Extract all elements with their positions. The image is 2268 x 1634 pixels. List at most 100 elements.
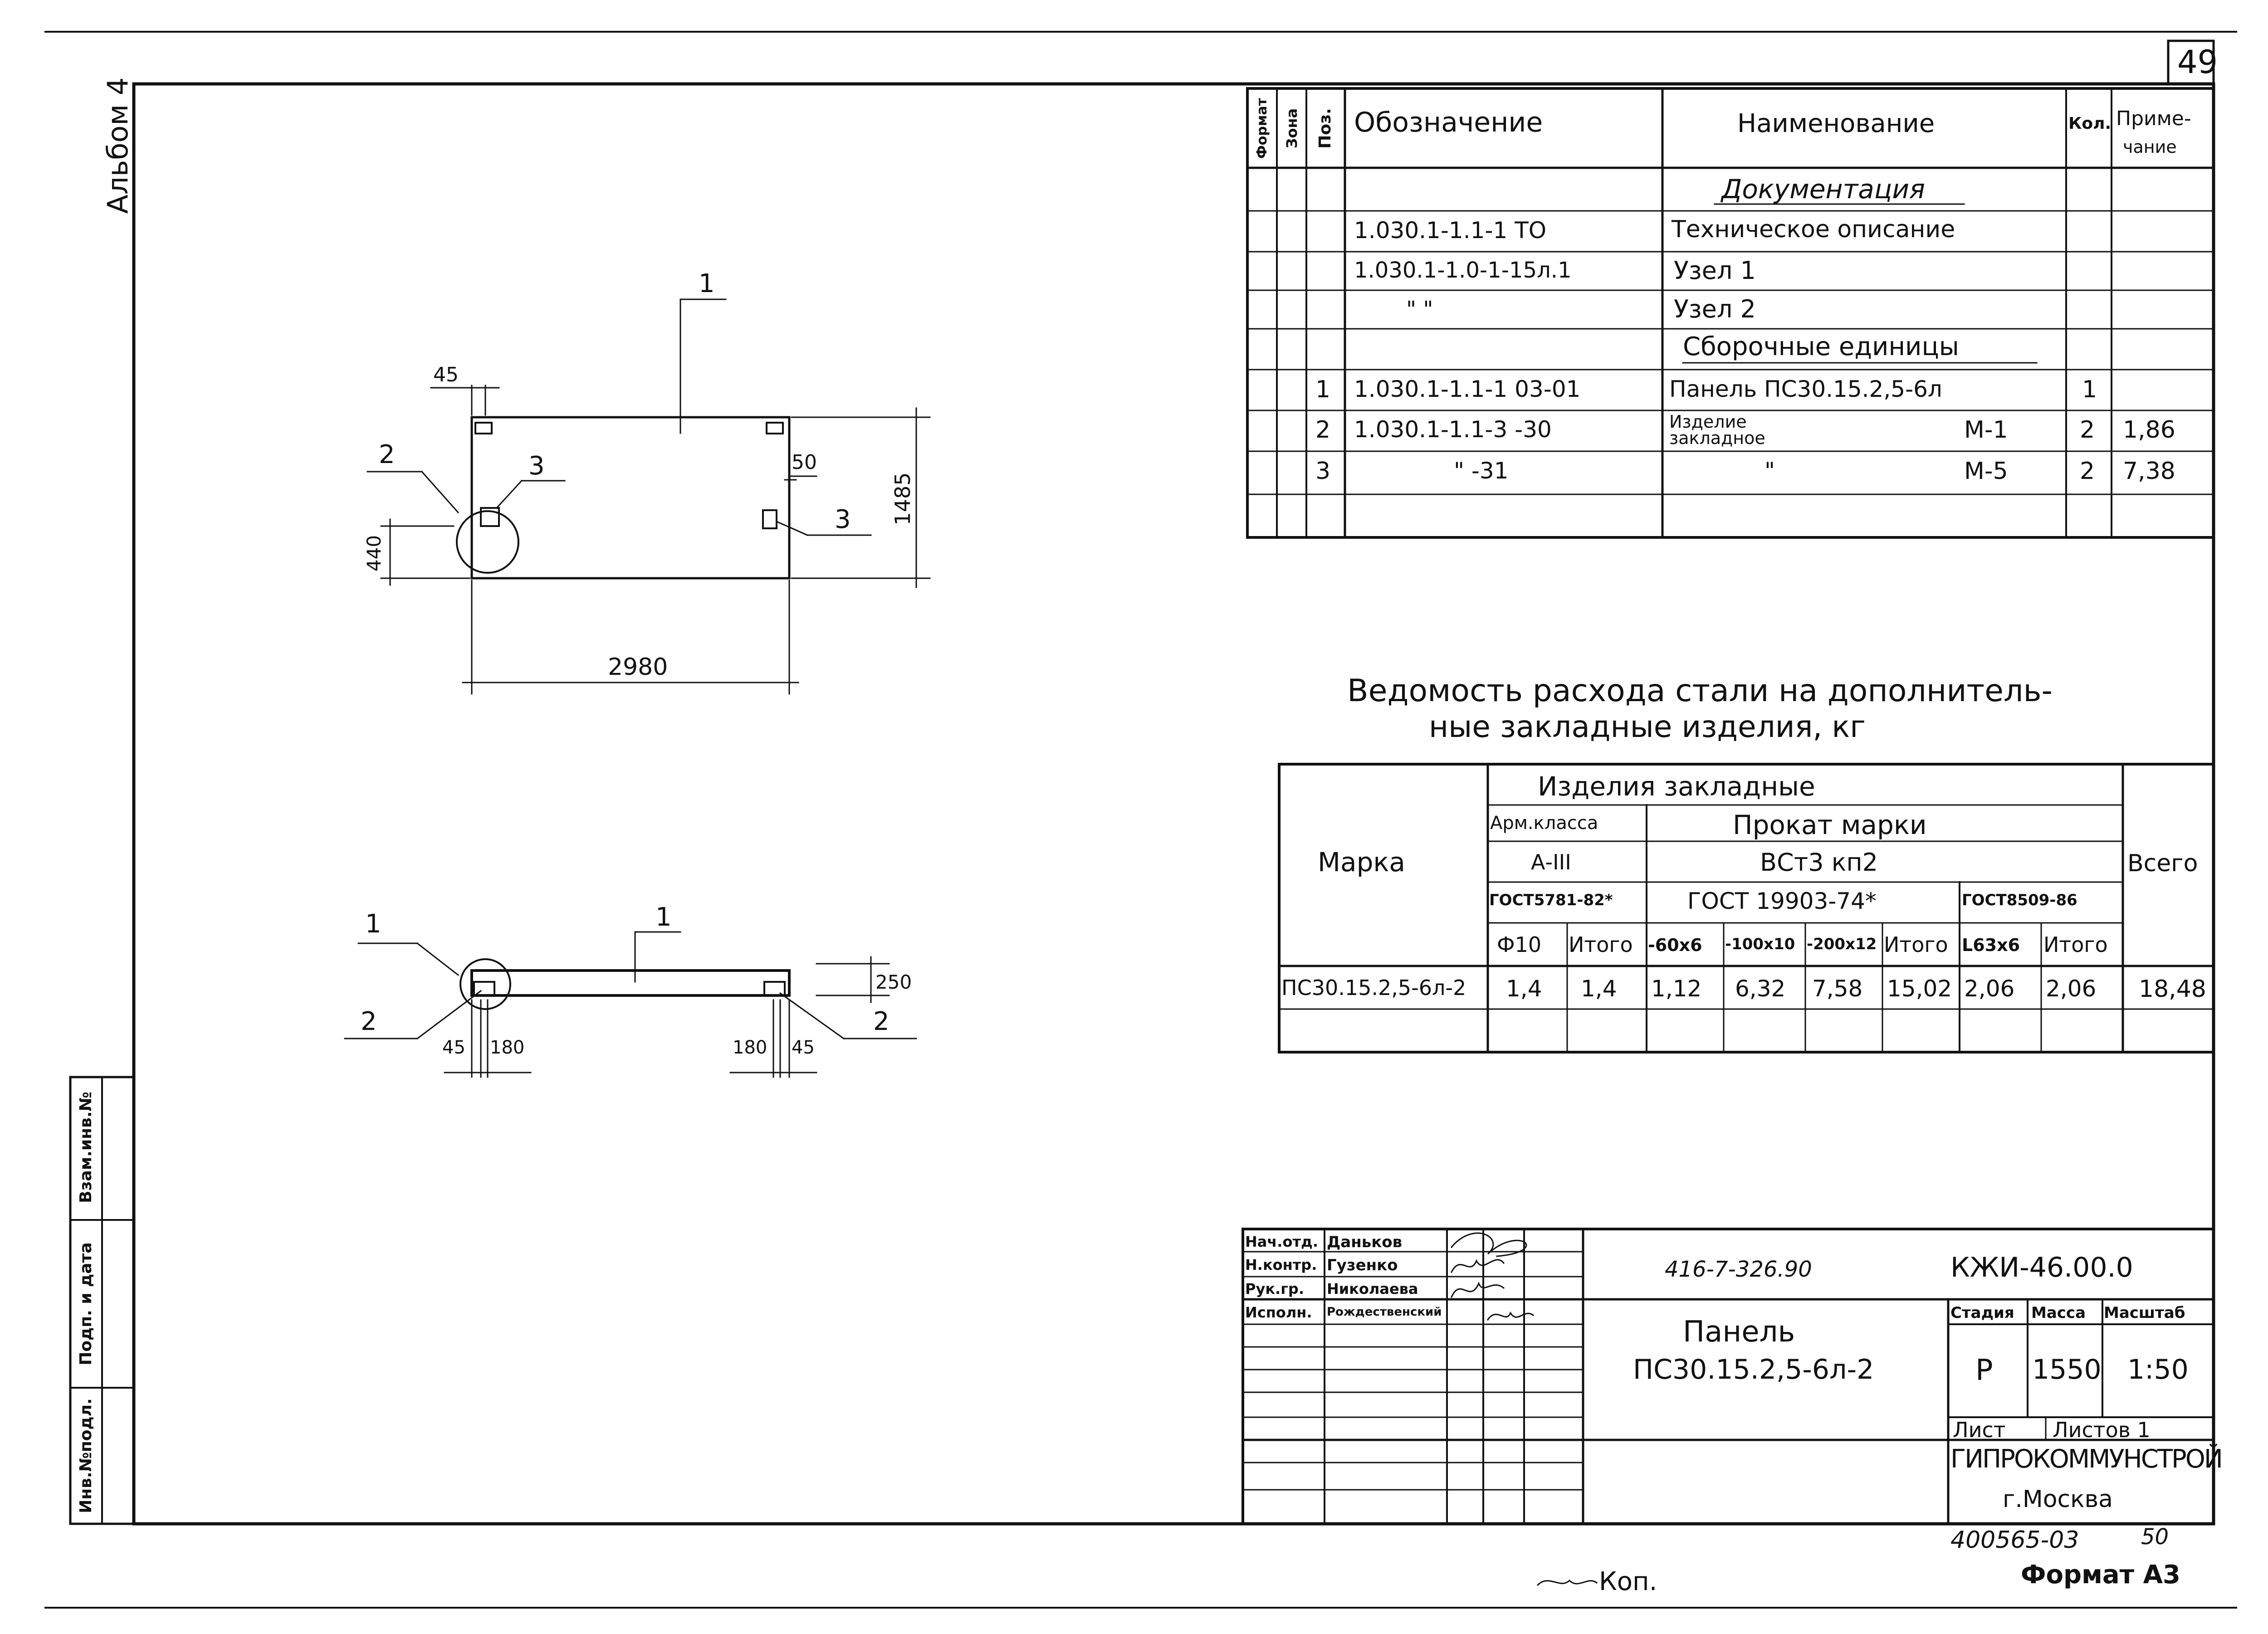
vedomost-sub-itogo: Итого	[1884, 932, 1948, 957]
project-code: 416-7-326.90	[1665, 1257, 1812, 1282]
tb-role: Исполн.	[1245, 1304, 1312, 1321]
vedomost-sub-60x6: -60х6	[1648, 935, 1702, 955]
tb-role: Н.контр.	[1245, 1256, 1317, 1273]
scale-label: Масштаб	[2104, 1304, 2185, 1322]
spec-qty: 2	[2080, 458, 2095, 485]
vedomost-cell: 15,02	[1887, 976, 1952, 1002]
vedomost-cell: 1,4	[1581, 976, 1617, 1002]
vedomost-h-marka: Марка	[1318, 847, 1405, 878]
header-designation: Обозначение	[1354, 107, 1543, 138]
format-label: Формат А3	[2021, 1560, 2180, 1590]
vedomost-h-vsego: Всего	[2127, 850, 2198, 877]
position-label: 2	[361, 1007, 377, 1036]
vedomost-sub-100x10: -100х10	[1725, 935, 1795, 953]
spec-qty: 1	[2082, 376, 2097, 403]
spec-note: 1,86	[2123, 416, 2175, 444]
tb-person: Николаева	[1327, 1280, 1418, 1297]
header-note-2: чание	[2123, 137, 2177, 157]
spec-designation: 1.030.1-1.1-3 -30	[1354, 416, 1552, 443]
organization-city: г.Москва	[2003, 1486, 2113, 1513]
dim-1485: 1485	[890, 472, 915, 526]
spec-name-suffix: М-5	[1964, 458, 2008, 485]
vedomost-cell: 1,4	[1506, 976, 1542, 1002]
stamp-inv-podl: Инв.№подл.	[77, 1398, 95, 1513]
dim-45: 45	[433, 363, 459, 386]
vedomost-marka-value: ПС30.15.2,5-6л-2	[1281, 976, 1466, 1000]
organization-name: ГИПРОКОММУНСТРОЙ	[1950, 1444, 2223, 1474]
position-label: 3	[835, 505, 851, 534]
vedomost-h-gost2: ГОСТ 19903-74*	[1687, 888, 1877, 914]
header-name: Наименование	[1737, 109, 1935, 138]
vedomost-h-arm: Арм.класса	[1490, 813, 1598, 834]
scale-value: 1:50	[2127, 1354, 2189, 1385]
dim-180-right: 180	[733, 1037, 767, 1058]
spec-designation: " -31	[1454, 458, 1509, 484]
vedomost-h-gost3: ГОСТ8509-86	[1962, 891, 2077, 909]
archive-page: 50	[2141, 1524, 2169, 1550]
kop-label: Коп.	[1599, 1567, 1657, 1596]
sheets-label: Листов 1	[2053, 1418, 2151, 1442]
dim-50: 50	[792, 451, 817, 474]
dim-45-left: 45	[442, 1037, 465, 1058]
sheet-label: Лист	[1953, 1418, 2006, 1442]
dim-45-right: 45	[792, 1037, 815, 1058]
spec-designation: 1.030.1-1.0-1-15л.1	[1354, 258, 1572, 283]
spec-name: Изделие закладное	[1669, 412, 1765, 449]
spec-designation: 1.030.1-1.1-1 ТО	[1354, 217, 1547, 244]
position-label: 1	[365, 909, 381, 939]
spec-name: Узел 1	[1674, 256, 1756, 285]
position-label: 2	[379, 440, 395, 469]
item-title: Панель	[1683, 1315, 1795, 1349]
vedomost-h-gost1: ГОСТ5781-82*	[1489, 891, 1613, 909]
sheet-number: 49	[2177, 44, 2218, 81]
vedomost-cell: 6,32	[1735, 976, 1786, 1002]
tb-person: Гузенко	[1327, 1256, 1398, 1274]
vedomost-total: 18,48	[2139, 976, 2206, 1003]
spec-pos: 3	[1315, 458, 1331, 485]
spec-designation: " "	[1406, 297, 1433, 322]
vedomost-cell: 1,12	[1651, 976, 1702, 1002]
position-label: 1	[655, 902, 672, 932]
header-pos: Поз.	[1316, 108, 1334, 149]
vedomost-h-izdeliya: Изделия закладные	[1538, 771, 1815, 802]
position-label: 1	[699, 269, 715, 298]
spec-designation: 1.030.1-1.1-1 03-01	[1354, 376, 1581, 402]
vedomost-title-line-2: ные закладные изделия, кг	[1429, 709, 1866, 744]
spec-name: Техническое описание	[1672, 216, 1955, 243]
mass-value: 1550	[2032, 1354, 2102, 1385]
stamp-vzam-inv: Взам.инв.№	[77, 1092, 95, 1203]
stamp-podp-data: Подп. и дата	[77, 1242, 95, 1366]
header-format: Формат	[1254, 98, 1270, 159]
header-zone: Зона	[1283, 108, 1300, 149]
mass-label: Масса	[2031, 1304, 2086, 1322]
position-label: 3	[528, 451, 545, 481]
spec-section-title: Сборочные единицы	[1683, 332, 1959, 361]
dim-180-left: 180	[490, 1037, 525, 1058]
position-label: 2	[873, 1007, 890, 1036]
spec-name: Панель ПС30.15.2,5-6л	[1669, 376, 1942, 402]
stage-label: Стадия	[1950, 1304, 2014, 1322]
spec-name-suffix: М-1	[1964, 416, 2008, 444]
vedomost-h-vst: ВСт3 кп2	[1760, 848, 1878, 877]
vedomost-sub-f10: Ф10	[1497, 932, 1542, 957]
spec-section-title: Документация	[1721, 174, 1925, 205]
header-note-1: Приме-	[2116, 107, 2191, 130]
stage-value: Р	[1975, 1354, 1993, 1387]
spec-qty: 2	[2080, 416, 2095, 444]
spec-name: Узел 2	[1674, 295, 1756, 323]
spec-note: 7,38	[2123, 458, 2175, 485]
header-qty: Кол.	[2068, 114, 2112, 133]
vedomost-h-a3: А-III	[1531, 850, 1571, 874]
spec-name: "	[1765, 458, 1775, 484]
album-label: Альбом 4	[101, 77, 134, 214]
vedomost-sub-l63x6: L63х6	[1962, 935, 2020, 955]
tb-person: Рождественский	[1327, 1305, 1442, 1319]
vedomost-sub-itogo: Итого	[2043, 932, 2108, 957]
spec-pos: 2	[1315, 416, 1331, 444]
tb-role: Рук.гр.	[1245, 1280, 1304, 1297]
tb-person: Даньков	[1327, 1233, 1403, 1251]
tb-role: Нач.отд.	[1245, 1233, 1319, 1250]
vedomost-sub-200x12: -200х12	[1807, 935, 1877, 953]
dim-440: 440	[363, 535, 385, 572]
